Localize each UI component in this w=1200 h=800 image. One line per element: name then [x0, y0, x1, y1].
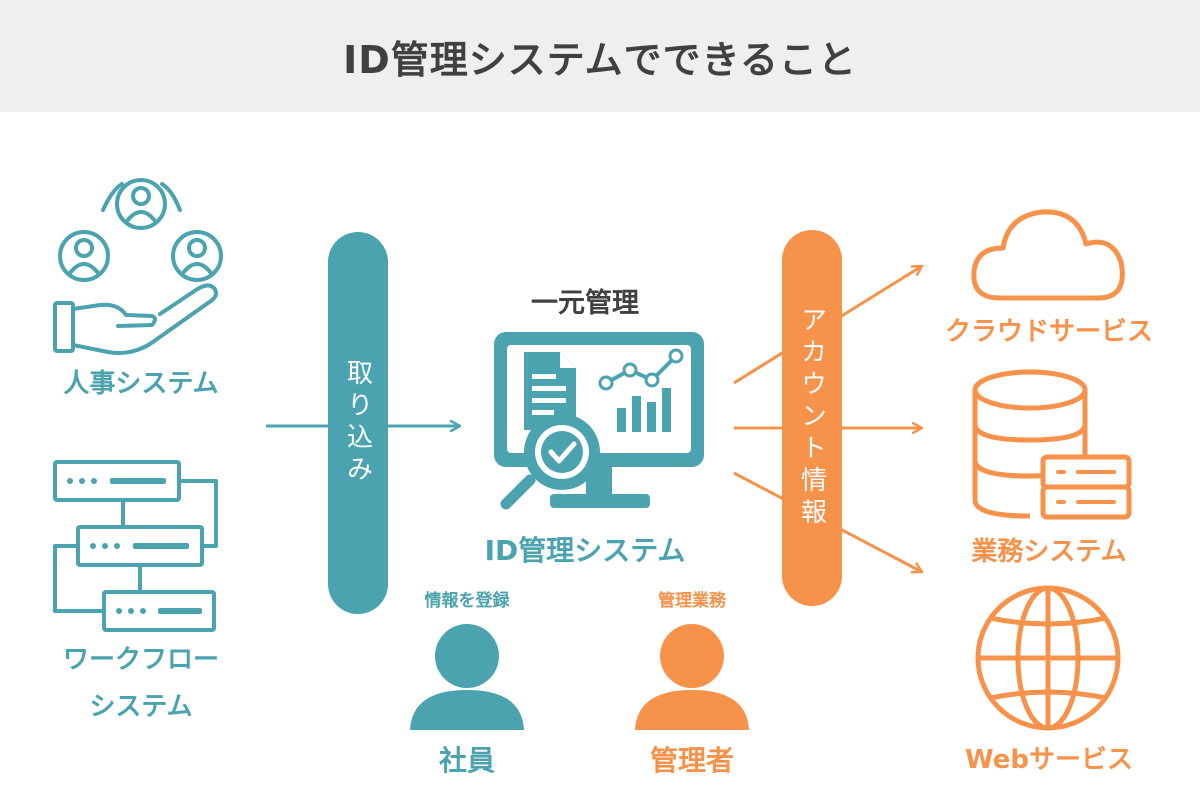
- import-label: 取り込み: [342, 359, 373, 487]
- account-pill-text-wrap: アカウント情報: [782, 230, 842, 606]
- globe-icon: [975, 585, 1121, 731]
- admin-icon: [635, 624, 749, 730]
- header-bar: ID管理システムでできること: [0, 0, 1200, 112]
- import-pill-text-wrap: 取り込み: [328, 232, 388, 614]
- business-system-label: 業務システム: [971, 537, 1126, 567]
- workflow-bar-lines: [110, 478, 202, 614]
- id-management-system-label: ID管理システム: [485, 534, 686, 567]
- admin-caption: 管理業務: [658, 590, 727, 611]
- hr-system-label: 人事システム: [63, 369, 218, 399]
- hr-people-hand-icon: [53, 178, 223, 355]
- employee-caption: 情報を登録: [425, 590, 511, 611]
- import-pill: [328, 232, 388, 614]
- workflow-dots: [67, 478, 146, 614]
- arrow-to-cloud: [733, 264, 922, 385]
- database-server-lines: [1056, 470, 1116, 504]
- account-info-label: アカウント情報: [796, 306, 827, 530]
- workflow-label-line2: システム: [89, 692, 192, 722]
- admin-label: 管理者: [650, 744, 734, 777]
- cloud-service-label: クラウドサービス: [945, 317, 1153, 347]
- arrow-to-web: [733, 471, 922, 572]
- database-icon: [972, 369, 1132, 520]
- workflow-icon: [53, 460, 218, 632]
- cloud-icon: [971, 209, 1125, 301]
- unified-management-label: 一元管理: [531, 288, 639, 319]
- employee-icon: [410, 624, 524, 730]
- workflow-label-line1: ワークフロー: [63, 645, 219, 675]
- web-service-label: Webサービス: [965, 745, 1133, 775]
- page-title: ID管理システムでできること: [343, 37, 857, 82]
- employee-label: 社員: [439, 744, 495, 777]
- monitor-analytics-icon: [494, 332, 704, 510]
